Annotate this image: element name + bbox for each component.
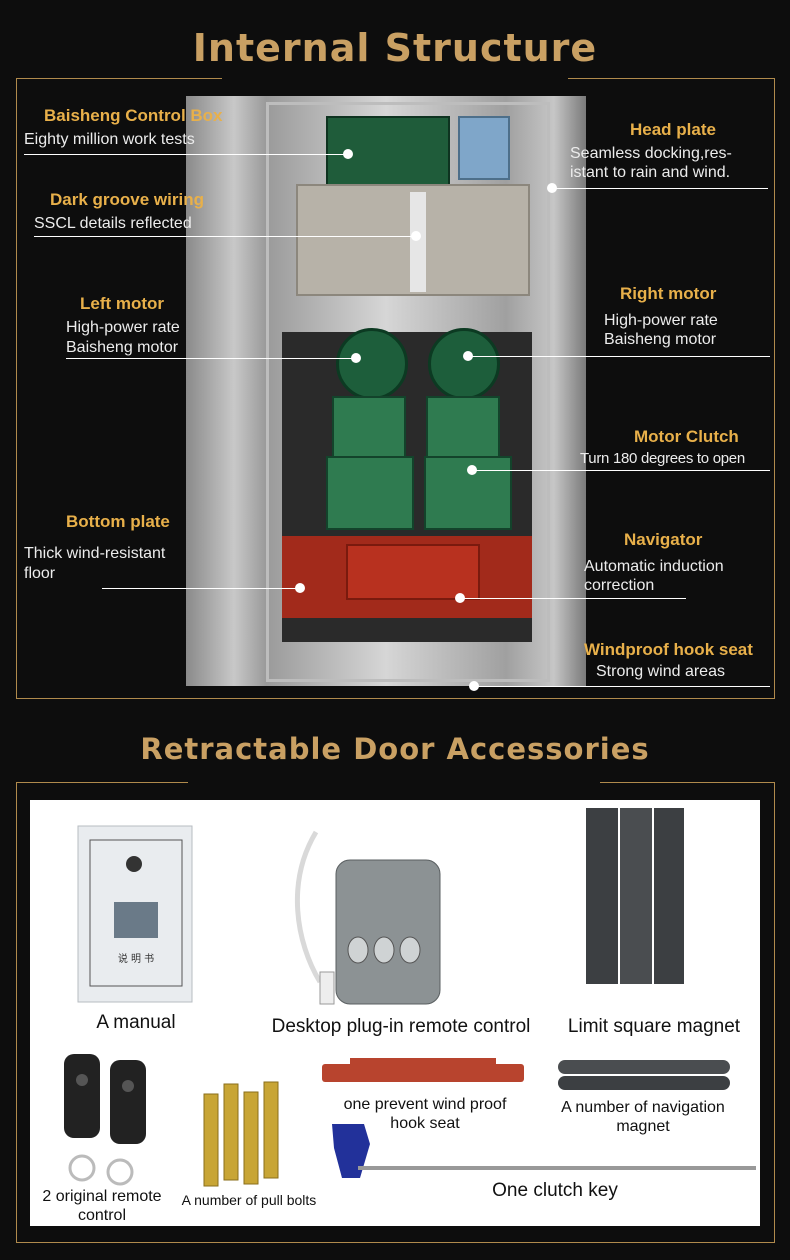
motor-clutch-pointer — [474, 470, 770, 471]
right-motor-dot — [463, 351, 473, 361]
clutch-key-image — [332, 1124, 756, 1178]
wiring-groove — [410, 192, 426, 292]
title2-divider-left — [16, 782, 188, 783]
title-divider-right — [568, 78, 774, 79]
hook-seat-title: Windproof hook seat — [584, 640, 753, 659]
hook-seat-sub: Strong wind areas — [596, 663, 725, 680]
head-plate-pointer — [556, 188, 768, 189]
frame-right-border — [774, 78, 775, 698]
control-box-title: Baisheng Control Box — [44, 106, 223, 125]
left-motor-sub2: Baisheng motor — [66, 339, 179, 356]
pull-bolts-image — [203, 1081, 279, 1187]
nav-magnet-label-2: magnet — [616, 1118, 670, 1135]
right-motor-pointer — [470, 356, 770, 357]
right-motor-sub1: High-power rate — [604, 312, 718, 329]
nav-magnet-image — [558, 1060, 730, 1090]
bottom-plate-title: Bottom plate — [66, 512, 170, 531]
title-divider-left — [16, 78, 222, 79]
manual-cover-text: 说 明 书 — [118, 952, 154, 965]
navigator-dot — [455, 593, 465, 603]
hook-seat-dot — [469, 681, 479, 691]
clutch-key-label: One clutch key — [492, 1180, 618, 1201]
navigator-sub1: Automatic induction — [584, 558, 724, 575]
head-plate-dot — [547, 183, 557, 193]
limit-magnet-label: Limit square magnet — [567, 1016, 741, 1037]
navigator-title: Navigator — [624, 530, 703, 549]
left-clutch-housing — [326, 456, 414, 530]
desktop-remote-label: Desktop plug-in remote control — [271, 1016, 531, 1037]
bottom-plate-dot — [295, 583, 305, 593]
left-motor-sub1: High-power rate — [66, 319, 180, 336]
right-motor — [428, 328, 500, 400]
desktop-remote-image — [294, 830, 441, 1005]
cabinet-frame — [266, 102, 550, 682]
accessories-panel: 说 明 书 A manual Desktop plug-in remote co… — [30, 800, 760, 1226]
navigator-housing — [346, 544, 480, 600]
remote-control-label-1: 2 original remote — [42, 1188, 162, 1205]
control-box-sub: Eighty million work tests — [24, 131, 195, 148]
nav-magnet-label-1: A number of navigation — [561, 1099, 725, 1116]
frame-left-border — [16, 78, 17, 698]
navigator-pointer — [462, 598, 686, 599]
groove-wiring-sub: SSCL details reflected — [34, 215, 192, 232]
frame2-right-border — [774, 782, 775, 1242]
bottom-plate-pointer — [102, 588, 300, 589]
limit-magnet-image — [586, 808, 684, 984]
remote-control-label-2: control — [77, 1207, 127, 1224]
hook-seat-pointer — [476, 686, 770, 687]
accessories-title: Retractable Door Accessories — [140, 732, 650, 766]
gate-internal-photo — [186, 96, 586, 686]
groove-wiring-pointer — [34, 236, 416, 237]
transformer — [458, 116, 510, 180]
motor-clutch-dot — [467, 465, 477, 475]
groove-wiring-title: Dark groove wiring — [50, 190, 204, 209]
frame2-bottom-border — [16, 1242, 775, 1243]
groove-wiring-dot — [411, 231, 421, 241]
left-motor-title: Left motor — [80, 294, 165, 313]
left-motor-dot — [351, 353, 361, 363]
internal-structure-title: Internal Structure — [192, 26, 598, 70]
manual-label: A manual — [96, 1012, 176, 1033]
head-plate-title: Head plate — [630, 120, 716, 139]
left-motor-pointer — [66, 358, 356, 359]
right-motor-title: Right motor — [620, 284, 717, 303]
head-plate-sub2: istant to rain and wind. — [570, 164, 731, 181]
key-remotes-image — [64, 1054, 146, 1186]
control-box-dot — [343, 149, 353, 159]
left-motor — [336, 328, 408, 400]
motor-clutch-title: Motor Clutch — [634, 427, 739, 446]
head-plate-sub1: Seamless docking,res- — [570, 145, 732, 162]
hook-seat-image — [322, 1058, 524, 1082]
control-box-pointer — [24, 154, 348, 155]
bottom-plate-sub1: Thick wind-resistant — [24, 545, 166, 562]
navigator-sub2: correction — [584, 577, 655, 594]
bottom-plate-sub2: floor — [24, 565, 56, 582]
motor-clutch-sub: Turn 180 degrees to open — [580, 450, 745, 467]
title2-divider-right — [600, 782, 774, 783]
pull-bolts-label: A number of pull bolts — [181, 1192, 317, 1208]
right-motor-sub2: Baisheng motor — [604, 331, 717, 348]
frame-bottom-border — [16, 698, 775, 699]
manual-image: 说 明 书 — [77, 825, 193, 1003]
frame2-left-border — [16, 782, 17, 1242]
hook-seat-label-1: one prevent wind proof — [343, 1096, 507, 1113]
hook-seat-label-2: hook seat — [390, 1115, 460, 1132]
